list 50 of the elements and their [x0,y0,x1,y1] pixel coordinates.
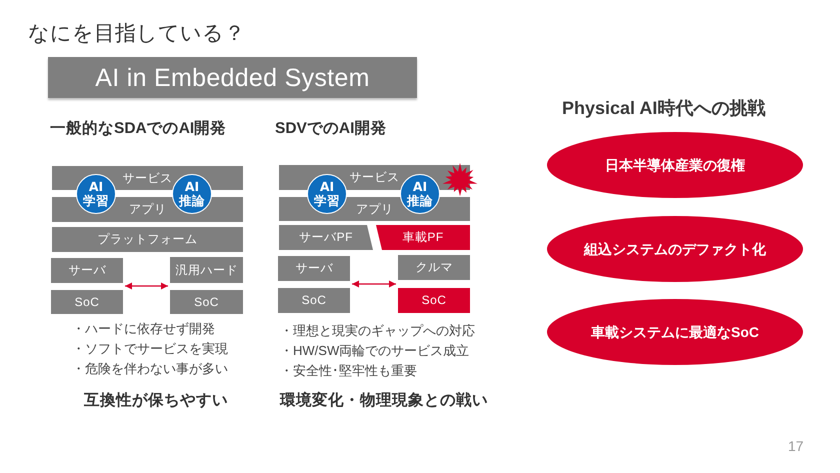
layer-label: SoC [194,294,219,310]
layer-label: 車載PF [402,230,444,245]
column-heading: 一般的なSDAでのAI開発 [50,120,226,139]
goal-text: 日本半導体産業の復権 [605,156,745,174]
double-arrow [125,282,168,290]
circle-label: AI学習 [82,180,110,208]
layer-label: サーバ [68,263,106,278]
layer-label: 汎用ハード [175,262,238,278]
layer-label: アプリ [128,202,166,217]
layer-bar [52,227,243,252]
layer-bar [51,290,123,314]
layer-bar [51,258,123,283]
bullet-item: ・HW/SW両輪でのサービス成立 [280,343,470,359]
layer-bar [170,257,243,283]
layer-bar [170,290,243,314]
layer-label: SoC [302,293,326,308]
bullet-item: ・ハードに依存せず開発 [72,321,215,337]
layer-bar [398,288,470,313]
column-heading: SDVでのAI開発 [275,120,386,139]
double-arrow [352,280,396,288]
layer-label: サーバPF [299,230,353,245]
layer-label: サーバ [295,261,333,276]
layer-bar [278,256,350,281]
title-banner [48,57,417,98]
page-title: なにを目指している？ [28,21,245,46]
goal-text: 車載システムに最適なSoC [591,324,759,340]
bullet-item: ・安全性･堅牢性も重要 [280,363,417,379]
conclusion-text: 環境変化・物理現象との戦い [280,392,488,411]
goal-text: 組込システムのデファクト化 [584,240,766,258]
layer-label: サービス [122,170,172,186]
layer-label: SoC [422,293,446,308]
bullet-item: ・理想と現実のギャップへの対応 [280,323,475,339]
banner-title: AI in Embedded System [95,62,370,92]
circle-label: AI推論 [406,180,434,208]
layer-label: クルマ [415,260,453,275]
layer-bar [376,225,470,250]
conclusion-text: 互換性が保ちやすい [84,392,228,411]
circle-label: AI推論 [178,180,206,208]
circle-label: AI学習 [314,180,340,208]
layer-bar [279,225,373,250]
layer-label: サービス [350,170,400,185]
bullet-item: ・ソフトでサービスを実現 [72,341,228,357]
bullet-item: ・危険を伴わない事が多い [72,361,228,377]
layer-bar [278,288,350,313]
section-heading: Physical AI時代への挑戦 [562,98,766,120]
layer-label: アプリ [356,202,394,216]
page-number: 17 [788,438,804,455]
layer-label: SoC [74,294,100,310]
layer-bar [398,255,470,280]
layer-label: プラットフォーム [98,232,198,247]
